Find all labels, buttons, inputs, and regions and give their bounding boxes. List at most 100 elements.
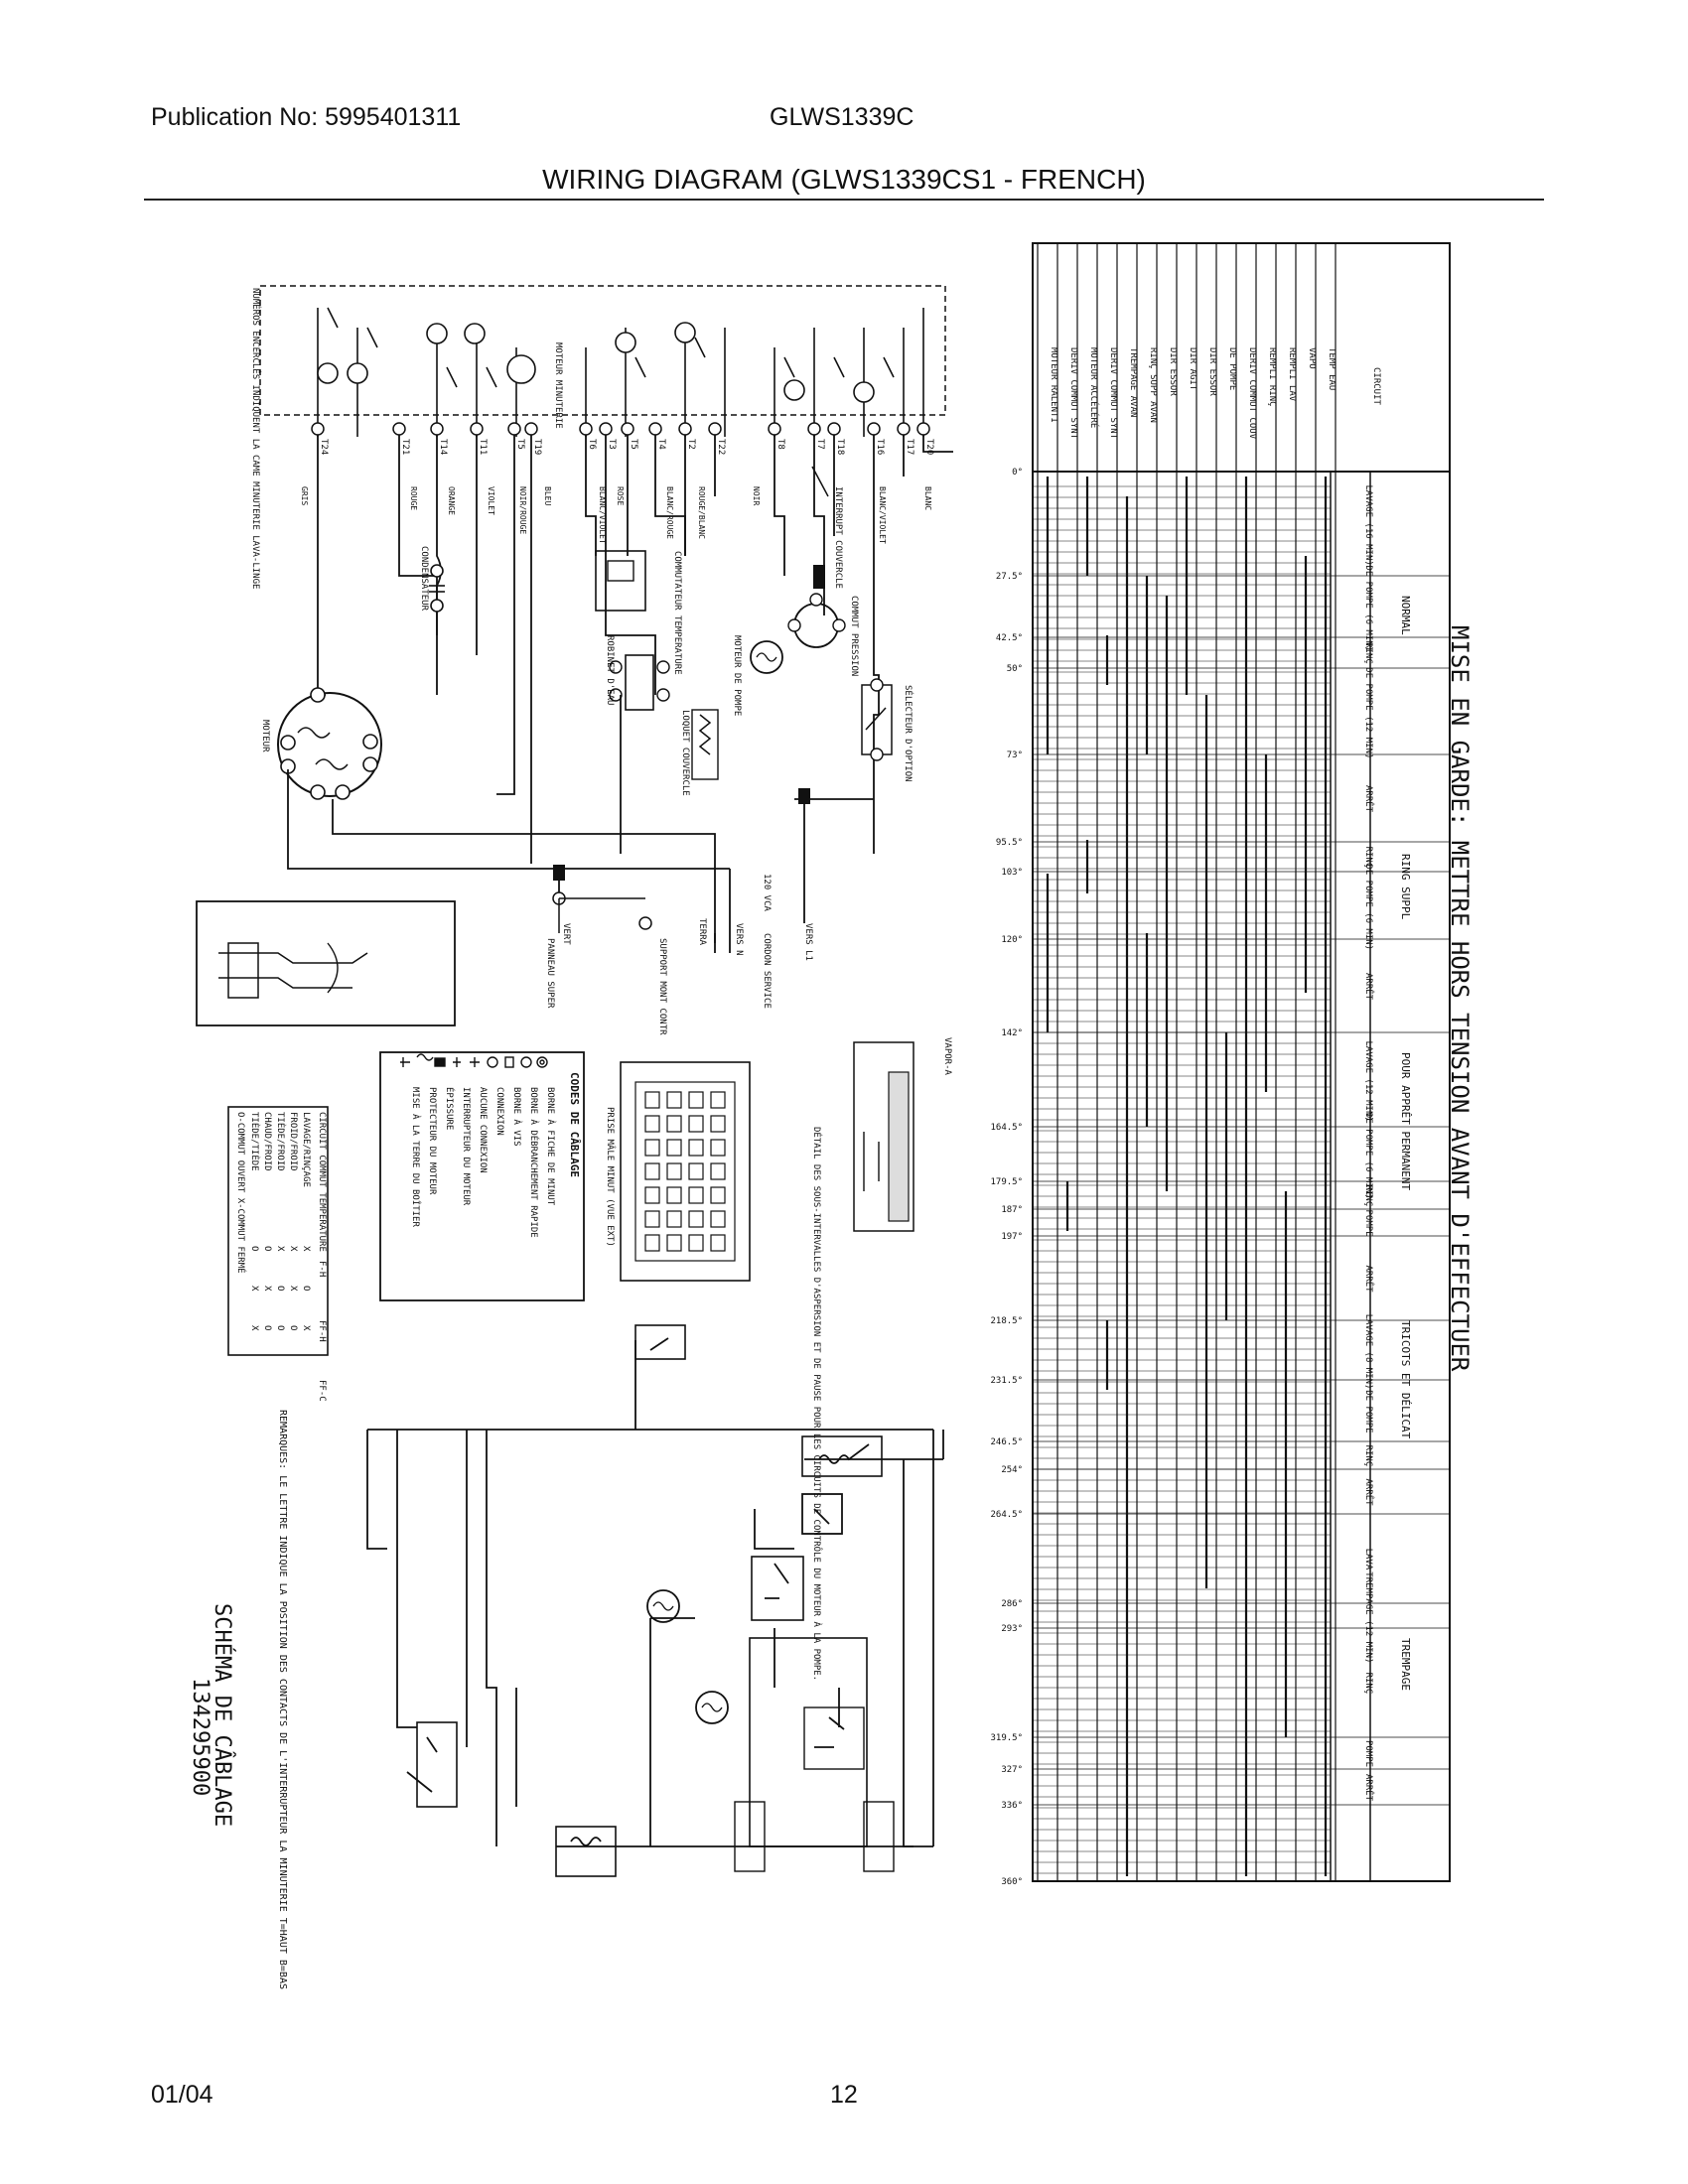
chart-degree-label: 360°: [1001, 1877, 1023, 1887]
label-to-n: VERS N: [734, 923, 744, 956]
temp-table-cell: X: [301, 1325, 311, 1331]
chart-column-label: TEMP EAU: [1327, 347, 1336, 390]
chart-degree-label: 95.5°: [996, 838, 1023, 848]
chart-phase-label: ARRÊT: [1363, 1266, 1375, 1294]
chart-degree-label: 42.5°: [996, 633, 1023, 643]
temp-table-cell: TIÈDE/TIÈDE: [249, 1112, 261, 1171]
chart-degree-label: 103°: [1001, 868, 1023, 878]
chart-column-label: MOTEUR ACCÉLÉRÉ: [1088, 347, 1100, 428]
chart-degree-label: 73°: [1007, 751, 1023, 760]
schema-title: SCHÉMA DE CÂBLAGE: [210, 1603, 235, 1827]
chart-phase-label: LAVAGE (12 MIN): [1363, 1041, 1373, 1122]
plug-pin: [688, 1234, 704, 1252]
temp-table-cell: O: [288, 1325, 298, 1330]
chart-column-label: DIR ESSOR: [1207, 347, 1217, 396]
terminal-label: T5: [629, 439, 638, 450]
label-ground: TERRA: [697, 918, 707, 946]
chart-degree-label: 336°: [1001, 1801, 1023, 1811]
plug-pin: [666, 1162, 682, 1180]
plug-pin: [644, 1162, 660, 1180]
wire-color-label: GRIS: [300, 486, 309, 505]
terminal-label: T5: [515, 439, 525, 450]
chart-column-label: REMPLI LAV: [1287, 347, 1297, 402]
chart-degree-label: 0°: [1012, 468, 1023, 478]
wiring-codes-legend: CODES DE CÂBLAGE BORNE À FICHE DE MINUTB…: [379, 1051, 585, 1301]
terminal-label: T3: [607, 439, 617, 450]
plug-pin: [710, 1162, 726, 1180]
chart-degree-label: 319.5°: [990, 1733, 1023, 1743]
wire-color-label: ROUGE/BLANC: [697, 486, 706, 539]
plug-pin: [666, 1091, 682, 1109]
chart-cycle-label: NORMAL: [1399, 596, 1412, 635]
wiring-code-item: BORNE À VIS: [511, 1087, 523, 1147]
plug-pin: [666, 1139, 682, 1157]
wiring-code-item: CONNEXION: [494, 1087, 504, 1136]
remarks: REMARQUES: LE LETTRE INDIQUE LA POSITION…: [277, 1410, 288, 1989]
terminal-label: T4: [656, 439, 666, 450]
terminal-label: T2: [686, 439, 696, 450]
chart-phase-label: POMPE: [1363, 1210, 1373, 1237]
plug-pin: [688, 1186, 704, 1204]
label-power-cord: CORDON SERVICE: [762, 933, 772, 1009]
chart-column-label: DERIV COMMUT COUV: [1247, 347, 1257, 440]
wiring-code-item: AUCUNE CONNEXION: [478, 1087, 488, 1173]
temp-table-cell: O: [301, 1286, 311, 1291]
chart-degree-label: 187°: [1001, 1205, 1023, 1215]
plug-pin: [666, 1115, 682, 1133]
wiring-code-item: MISE À LA TERRE DU BOÎTIER: [410, 1087, 422, 1227]
temp-table-cell: FROID/FROID: [288, 1112, 298, 1171]
chart-phase-label: RINÇ: [1363, 847, 1373, 869]
wiring-code-item: BORNE À DÉBRANCHEMENT RAPIDE: [528, 1087, 540, 1238]
chart-column-label: TREMPAGE AVAN: [1128, 347, 1138, 417]
chart-degree-label: 293°: [1001, 1624, 1023, 1634]
wire-color-label: BLANC/VIOLET: [878, 486, 887, 544]
label-option-selector: SÉLECTEUR D'OPTION: [903, 685, 914, 782]
label-lid-switch: INTERRUPT COUVERCLE: [833, 486, 843, 589]
timer-plug-label: PRISE MÂLE MINUT (VUE EXT): [605, 1107, 617, 1247]
label-to-l1: VERS L1: [803, 923, 813, 961]
chart-column-label: RINÇ SUPP AVAN: [1148, 347, 1158, 423]
schematic-lower: [366, 1324, 944, 1877]
temp-table-cell: X: [288, 1246, 298, 1252]
label-pressure-switch: COMMUT PRESSION: [849, 596, 859, 676]
footer-page-number: 12: [830, 2081, 858, 2109]
wire-color-label: NOIR: [752, 486, 761, 505]
temp-table-header: FF-H: [317, 1320, 327, 1342]
plug-pin: [710, 1091, 726, 1109]
chart-column-label: DERIV COMMUT SYNT: [1068, 347, 1078, 440]
chart-degree-label: 246.5°: [990, 1437, 1023, 1447]
plug-pin: [644, 1115, 660, 1133]
wire-color-label: BLANC/VIOLET: [598, 486, 607, 544]
label-timer-motor: MOTEUR MINUTERIE: [553, 342, 563, 429]
chart-cycle-label: RING SUPPL: [1399, 854, 1412, 920]
label-support: SUPPORT MONT CONTR: [657, 938, 667, 1035]
header-rule: [144, 199, 1544, 201]
temp-table-cell: X: [262, 1286, 272, 1292]
chart-phase-label: ARRÊT: [1363, 1774, 1375, 1802]
chart-phase-label: RINÇ: [1363, 1445, 1373, 1467]
plug-pin: [666, 1186, 682, 1204]
temp-table-cell: X: [275, 1246, 285, 1252]
plug-pin: [710, 1210, 726, 1228]
chart-degree-label: 197°: [1001, 1232, 1023, 1242]
chart-phase-label: ARRÊT: [1363, 1479, 1375, 1507]
chart-phase-label: LAVA: [1363, 1549, 1373, 1570]
wire-color-label: ORANGE: [447, 486, 456, 515]
terminal-label: T21: [400, 439, 410, 455]
plug-pin: [666, 1234, 682, 1252]
temperature-switch-table: CIRCUIT COMMUT TEMPERATUREF-HFF-HFF-CLAV…: [227, 1106, 329, 1402]
plug-pin: [710, 1139, 726, 1157]
plug-pin: [688, 1139, 704, 1157]
terminal-label: T11: [478, 439, 488, 455]
chart-cycle-label: TRICOTS ET DÉLICAT: [1399, 1320, 1412, 1439]
label-condenser: CONDENSATEUR: [419, 546, 429, 612]
wiring-code-item: PROTECTEUR DU MOTEUR: [427, 1087, 437, 1195]
chart-phase-label: TREMPAGE (12 MIN): [1363, 1571, 1373, 1663]
temp-table-cell: X: [249, 1325, 259, 1331]
schematic-labels: NUMÉROS ENCERCLÉS INDIQUENT LA CAME MINU…: [250, 288, 914, 1035]
terminal-label: T16: [875, 439, 885, 455]
temp-table-cell: O: [249, 1246, 259, 1251]
temp-table-cell: O: [262, 1325, 272, 1330]
